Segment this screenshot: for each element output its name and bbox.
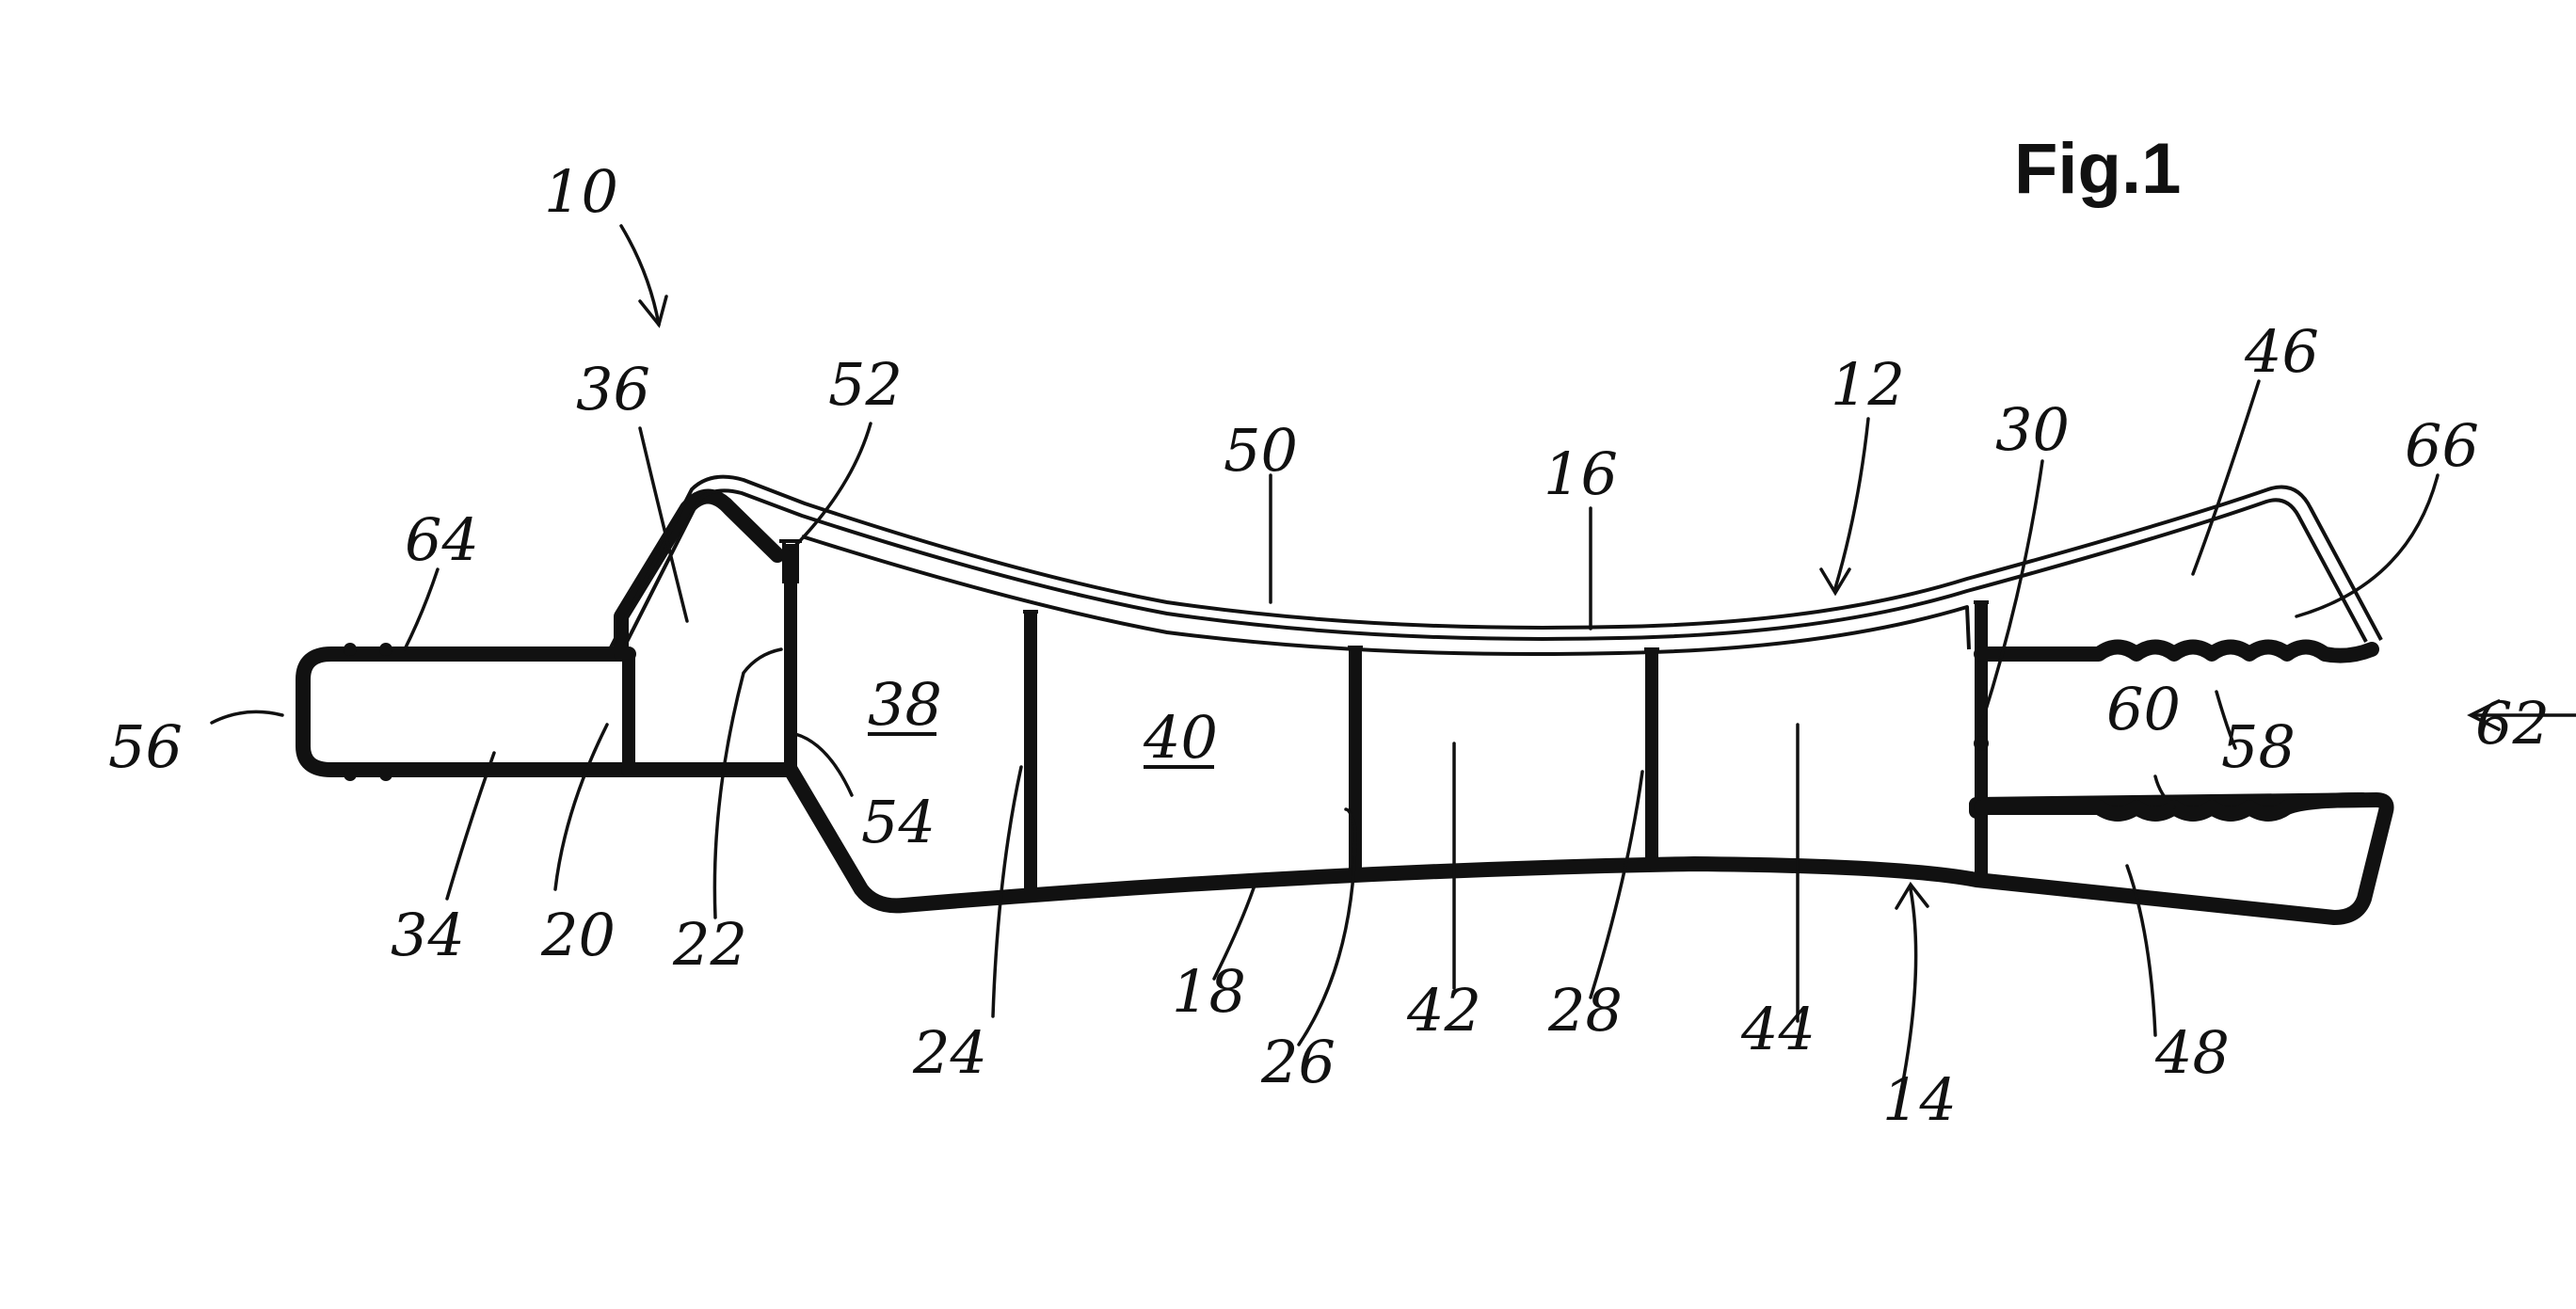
leader-30 (1979, 459, 2044, 726)
label-52: 52 (828, 350, 903, 419)
label-28: 28 (1547, 976, 1623, 1045)
label-62: 62 (2475, 689, 2550, 758)
label-24: 24 (912, 1018, 987, 1087)
label-26: 26 (1260, 1028, 1336, 1096)
leader-48 (2125, 864, 2157, 1037)
label-34: 34 (391, 901, 465, 969)
leader-26 (1297, 807, 1357, 1046)
label-58: 58 (2221, 712, 2296, 781)
label-10: 10 (544, 157, 618, 226)
cover-layer-outer (608, 474, 2383, 650)
left-tongue-wall (296, 647, 636, 777)
label-46: 46 (2244, 317, 2319, 386)
leader-56 (210, 710, 284, 725)
label-14: 14 (1882, 1065, 1957, 1134)
leader-18 (1212, 878, 1258, 981)
label-50: 50 (1224, 416, 1298, 485)
leader-36 (638, 426, 689, 623)
label-12: 12 (1831, 350, 1905, 419)
leader-lines (210, 224, 2576, 1093)
arrow-14-head (1895, 881, 1929, 910)
upper-lip (1974, 639, 2379, 663)
label-36: 36 (576, 355, 650, 423)
label-60: 60 (2106, 675, 2181, 743)
profile-section (296, 474, 2394, 925)
leader-66 (2295, 473, 2440, 618)
arrow-12-shaft (1833, 417, 1870, 590)
cover-layer-mid (621, 488, 2368, 650)
label-54: 54 (861, 788, 936, 856)
leader-34 (445, 751, 496, 901)
leader-24 (991, 765, 1023, 1018)
leader-60 (2153, 774, 2176, 809)
label-48: 48 (2154, 1018, 2230, 1087)
label-42: 42 (1406, 976, 1481, 1045)
web-connectors (779, 539, 1989, 687)
leader-54 (793, 732, 854, 797)
lower-lip (1974, 792, 2370, 822)
label-40: 40 (1143, 703, 1218, 772)
arrow-12-head (1819, 567, 1851, 597)
arrow-14-shaft (1899, 887, 1918, 1093)
reference-numerals: 10 36 52 50 16 12 30 46 66 62 58 60 48 1… (108, 157, 2550, 1134)
leader-46 (2191, 379, 2261, 576)
label-22: 22 (672, 910, 747, 979)
leader-64 (403, 567, 440, 651)
label-16: 16 (1544, 439, 1618, 508)
arrow-10-head (638, 295, 668, 328)
upper-inner-wall (614, 488, 785, 662)
label-44: 44 (1740, 995, 1816, 1063)
leader-20 (553, 723, 609, 891)
leader-22 (712, 647, 783, 919)
arrow-62-head (2467, 699, 2501, 731)
leader-28 (1589, 770, 1644, 999)
label-20: 20 (540, 901, 616, 969)
label-66: 66 (2405, 411, 2479, 480)
label-18: 18 (1172, 957, 1246, 1026)
lower-wall (621, 762, 2394, 925)
left-tongue-ribs (344, 643, 392, 781)
leader-58 (2215, 690, 2237, 750)
label-38: 38 (868, 670, 942, 739)
cover-layer-inner (801, 535, 1971, 657)
figure-title: Fig.1 (2014, 129, 2181, 209)
arrow-10-shaft (619, 224, 661, 327)
label-64: 64 (405, 505, 479, 574)
label-30: 30 (1995, 395, 2070, 464)
label-56: 56 (108, 712, 183, 781)
leader-52 (789, 422, 872, 552)
